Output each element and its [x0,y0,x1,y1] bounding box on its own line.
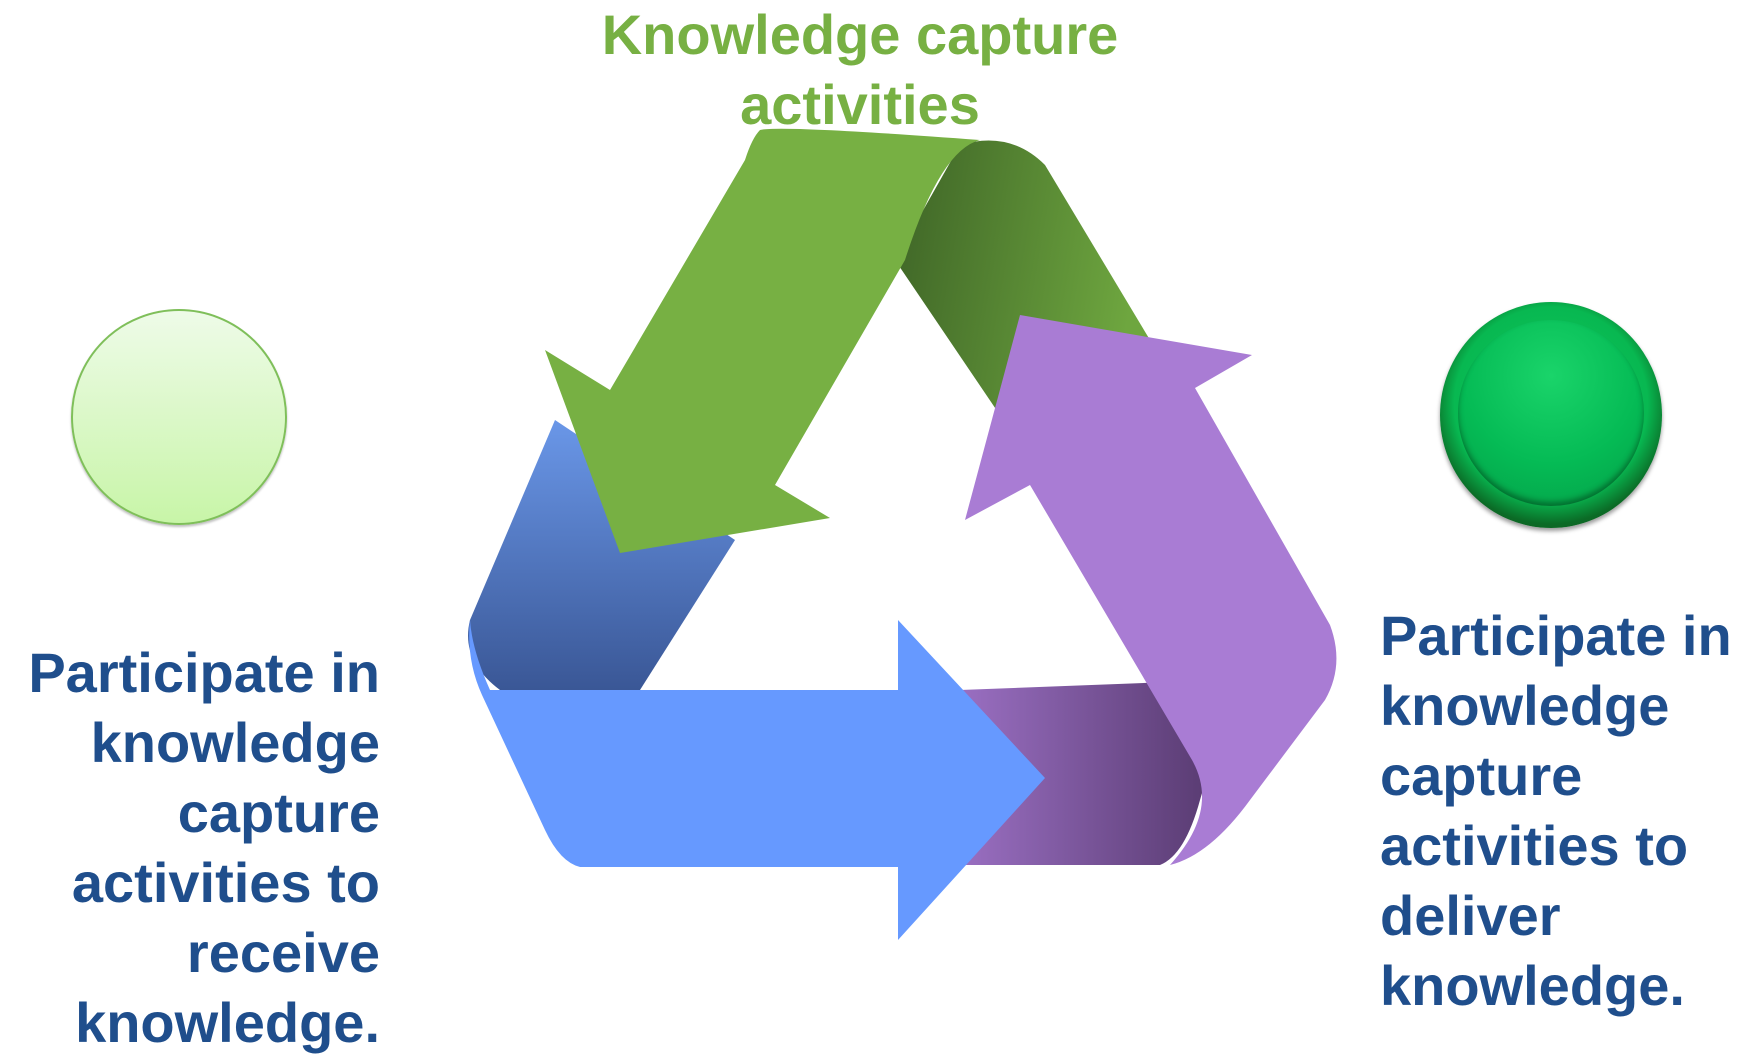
title-line-2: activities [740,73,980,136]
left-text-line: Participate in [28,641,380,704]
blue-arrow [469,620,1045,940]
left-text-line: knowledge [90,711,380,774]
blue-fold-shape [468,420,735,690]
purple-fold-shape [960,682,1206,865]
left-text-line: capture [177,781,380,844]
green-button-face [1458,320,1644,506]
right-text-line: Participate in [1380,604,1732,667]
purple-arrow [965,315,1337,865]
green-button-circle-icon [1440,302,1662,528]
left-text-line: activities to [71,851,380,914]
left-text-line: knowledge. [75,991,380,1054]
right-text-line: knowledge [1380,674,1670,737]
title-line-1: Knowledge capture [601,3,1119,66]
right-text-line: activities to [1380,814,1689,877]
cycle-title: Knowledge capture activities [560,0,1160,140]
deliver-knowledge-text: Participate in knowledge capture activit… [1380,601,1755,1021]
green-arrow [545,128,980,553]
left-text-line: receive [186,921,380,984]
right-text-line: knowledge. [1380,954,1685,1017]
right-text-line: capture [1380,744,1583,807]
right-text-line: deliver [1380,884,1561,947]
light-green-circle-icon [71,309,287,525]
receive-knowledge-text: Participate in knowledge capture activit… [0,638,380,1058]
